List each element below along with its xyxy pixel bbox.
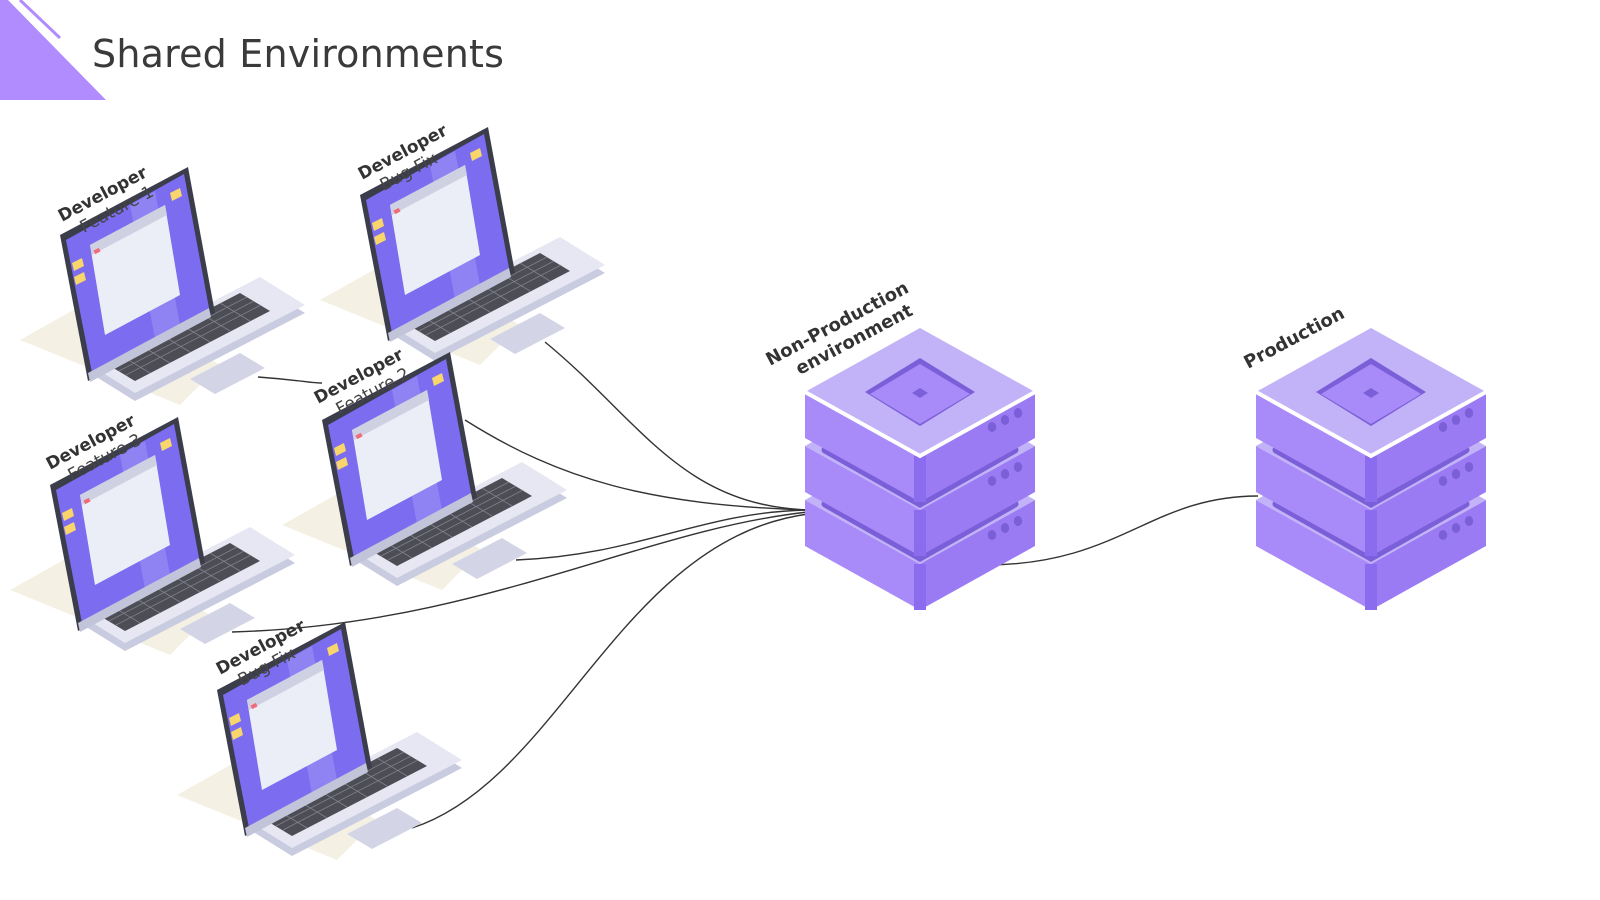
slab-corner [1365, 456, 1377, 502]
status-light-icon [1438, 476, 1448, 486]
page-title: Shared Environments [92, 32, 505, 76]
slab-left-face [1256, 446, 1371, 556]
top-center-dot [912, 388, 928, 398]
slab-left-face [1256, 392, 1371, 502]
top-center-dot [1363, 388, 1379, 398]
slab-groove [1272, 500, 1470, 563]
status-light-icon [1451, 523, 1461, 533]
status-light-icon [987, 530, 997, 540]
status-light-icon [1464, 516, 1474, 526]
connector-bug-fix-top [544, 341, 809, 511]
status-light-icon [1013, 408, 1023, 418]
corner-accent [0, 0, 106, 100]
server-production[interactable] [1255, 328, 1487, 610]
slab-corner [914, 564, 926, 610]
status-light-icon [987, 476, 997, 486]
slab-corner [914, 510, 926, 556]
connector-feature-2 [515, 509, 809, 561]
slab-left-face [805, 500, 920, 610]
status-light-icon [1013, 516, 1023, 526]
laptop-feature-1[interactable] [19, 166, 306, 406]
status-light-icon [1464, 462, 1474, 472]
status-light-icon [1464, 408, 1474, 418]
top-rim [804, 390, 1036, 459]
connector-nonprod-to-prod [984, 495, 1259, 566]
corner-triangle [0, 0, 106, 100]
top-rim [1255, 390, 1487, 459]
connectors [231, 341, 1259, 829]
status-light-icon [1438, 422, 1448, 432]
slab-corner [1365, 510, 1377, 556]
laptop-icon [19, 166, 306, 406]
status-light-icon [1000, 415, 1010, 425]
slab-groove [821, 500, 1019, 563]
connector-bug-fix-bottom [411, 513, 809, 829]
status-light-icon [1438, 530, 1448, 540]
server-non-production[interactable] [804, 328, 1036, 610]
slab-left-face [805, 392, 920, 502]
status-light-icon [1451, 415, 1461, 425]
connector-feature-3 [231, 511, 809, 633]
status-light-icon [1451, 469, 1461, 479]
corner-stripe [18, 0, 62, 40]
connector-feature-1 [257, 376, 323, 384]
slab-corner [914, 456, 926, 502]
status-light-icon [1000, 523, 1010, 533]
slab-left-face [1256, 500, 1371, 610]
slab-groove [821, 446, 1019, 509]
slab-left-face [805, 446, 920, 556]
connector-feature-1-b [464, 419, 809, 511]
status-light-icon [1000, 469, 1010, 479]
status-light-icon [987, 422, 997, 432]
slab-groove [1272, 446, 1470, 509]
slab-corner [1365, 564, 1377, 610]
status-light-icon [1013, 462, 1023, 472]
